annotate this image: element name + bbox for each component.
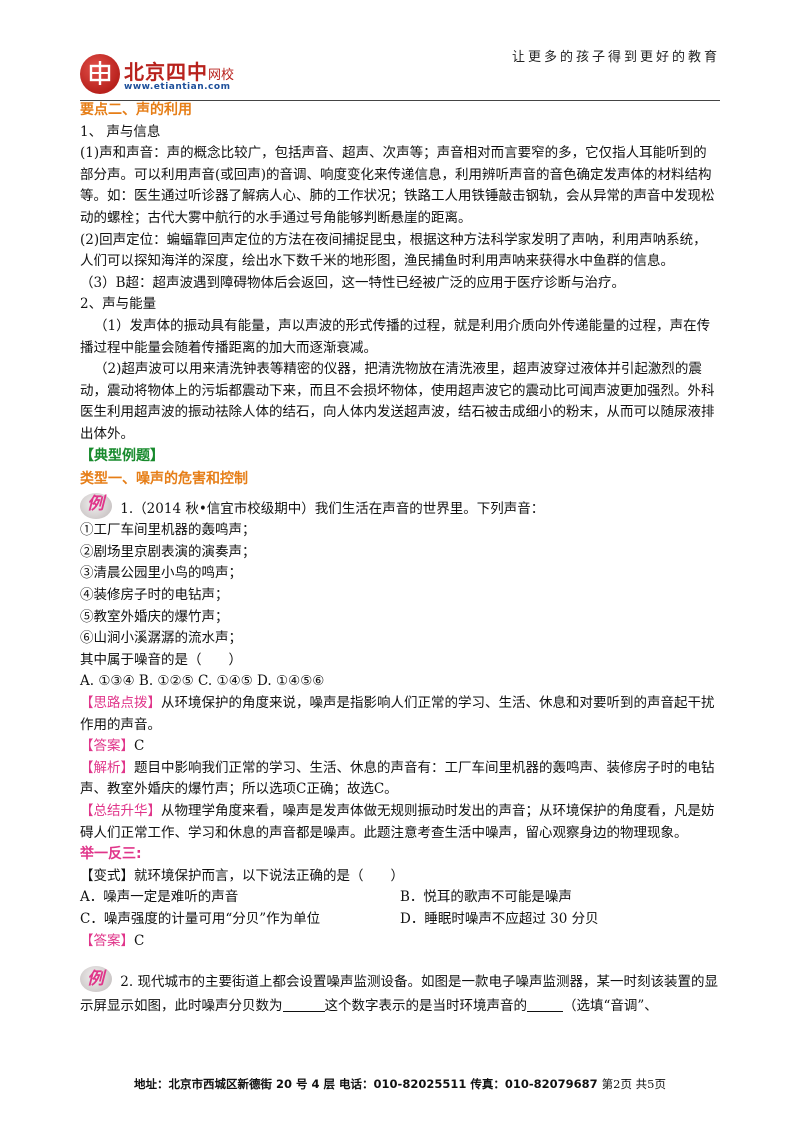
example-badge-icon: 例 [80, 492, 116, 519]
option-b: B．悦耳的歌声不可能是噪声 [400, 889, 572, 906]
example-badge-icon: 例 [80, 966, 116, 993]
page-header: 北京四中网校 www.etiantian.com 让更多的孩子得到更好的教育 [80, 40, 720, 102]
summary-block: 【总结升华】从物理学角度来看，噪声是发声体做无规则振动时发出的声音；从环境保护的… [80, 803, 715, 841]
summary-tag: 【总结升华】 [80, 803, 161, 819]
page-number: 第2页 共5页 [601, 1077, 666, 1091]
question-text: 1.（2014 秋•信宜市校级期中）我们生活在声音的世界里。下列声音： [120, 500, 545, 517]
type-heading: 类型一、噪声的危害和控制 [80, 471, 248, 488]
fill-blank-2[interactable] [527, 997, 563, 1013]
header-slogan: 让更多的孩子得到更好的教育 [511, 50, 720, 65]
question-2-stem: 例 2. 现代城市的主要街道上都会设置噪声监测设备。如图是一款电子噪声监测器，某… [80, 966, 720, 1018]
paragraph: （2)超声波可以用来清洗钟表等精密的仪器，把清洗物放在清洗液里，超声波穿过液体并… [80, 361, 715, 442]
question-1-stem: 例 1.（2014 秋•信宜市校级期中）我们生活在声音的世界里。下列声音： [80, 492, 720, 521]
list-item: ⑤教室外婚庆的爆竹声； [80, 608, 229, 625]
header-divider [80, 100, 720, 101]
school-logo: 北京四中网校 www.etiantian.com [80, 54, 290, 98]
option-d: D．睡眠时噪声不应超过 30 分贝 [400, 910, 599, 927]
variant-heading: 举一反三: [80, 846, 142, 863]
option-a: A．噪声一定是难听的声音 [80, 889, 239, 906]
footer-address: 地址：北京市西城区新德街 20 号 4 层 电话：010-82025511 传真… [134, 1077, 598, 1091]
logo-suffix: 网校 [208, 68, 235, 83]
hint-block: 【思路点拨】从环境保护的角度来说，噪声是指影响人们正常的学习、生活、休息和对要听… [80, 695, 715, 733]
question-options: A. ①③④ B. ①②⑤ C. ①④⑤ D. ①④⑤⑥ [80, 673, 325, 690]
subsection-title: 2、声与能量 [80, 296, 157, 313]
hint-tag: 【思路点拨】 [80, 695, 161, 712]
options-row: C．噪声强度的计量可用“分贝”作为单位 D．睡眠时噪声不应超过 30 分贝 [80, 909, 720, 931]
paragraph: （1）发声体的振动具有能量，声以声波的形式传播的过程，就是利用介质向外传递能量的… [80, 317, 711, 356]
analysis-tag: 【解析】 [80, 759, 134, 776]
question-ask: 其中属于噪音的是（ ） [80, 651, 242, 668]
answer-tag: 【答案】 [80, 738, 134, 755]
list-item: ③清晨公园里小鸟的鸣声； [80, 565, 242, 582]
analysis-block: 【解析】题目中影响我们正常的学习、生活、休息的声音有：工厂车间里机器的轰鸣声、装… [80, 759, 715, 798]
logo-url: www.etiantian.com [124, 82, 231, 92]
list-item: ①工厂车间里机器的轰鸣声； [80, 522, 256, 539]
logo-emblem-icon [80, 54, 120, 94]
fill-blank-1[interactable] [282, 997, 325, 1013]
list-item: ⑥山涧小溪潺潺的流水声； [80, 630, 242, 647]
answer-block: 【答案】C [80, 932, 145, 949]
paragraph: （3）B超：超声波遇到障碍物体后会返回，这一特性已经被广泛的应用于医疗诊断与治疗… [80, 274, 626, 291]
section-title: 要点二、声的利用 [80, 102, 192, 118]
paragraph: (1)声和声音：声的概念比较广，包括声音、超声、次声等；声音相对而言要窄的多，它… [80, 145, 715, 226]
variant-stem: 【变式】就环境保护而言，以下说法正确的是（ ） [80, 867, 404, 884]
main-content: 要点二、声的利用 1、 声与信息 (1)声和声音：声的概念比较广，包括声音、超声… [80, 100, 720, 1018]
paragraph: (2)回声定位：蝙蝠靠回声定位的方法在夜间捕捉昆虫，根据这种方法科学家发明了声呐… [80, 231, 707, 270]
subsection-title: 1、 声与信息 [80, 123, 161, 140]
answer-tag: 【答案】 [80, 932, 134, 949]
options-row: A．噪声一定是难听的声音 B．悦耳的歌声不可能是噪声 [80, 887, 720, 909]
logo-glyph-icon [89, 61, 111, 85]
examples-heading: 【典型例题】 [80, 447, 164, 464]
answer-block: 【答案】C [80, 738, 145, 755]
list-item: ②剧场里京剧表演的演奏声； [80, 543, 256, 560]
logo-name: 北京四中网校 [124, 60, 235, 84]
option-c: C．噪声强度的计量可用“分贝”作为单位 [80, 910, 321, 927]
list-item: ④装修房子时的电钻声； [80, 587, 229, 604]
page-footer: 地址：北京市西城区新德街 20 号 4 层 电话：010-82025511 传真… [80, 1076, 720, 1092]
